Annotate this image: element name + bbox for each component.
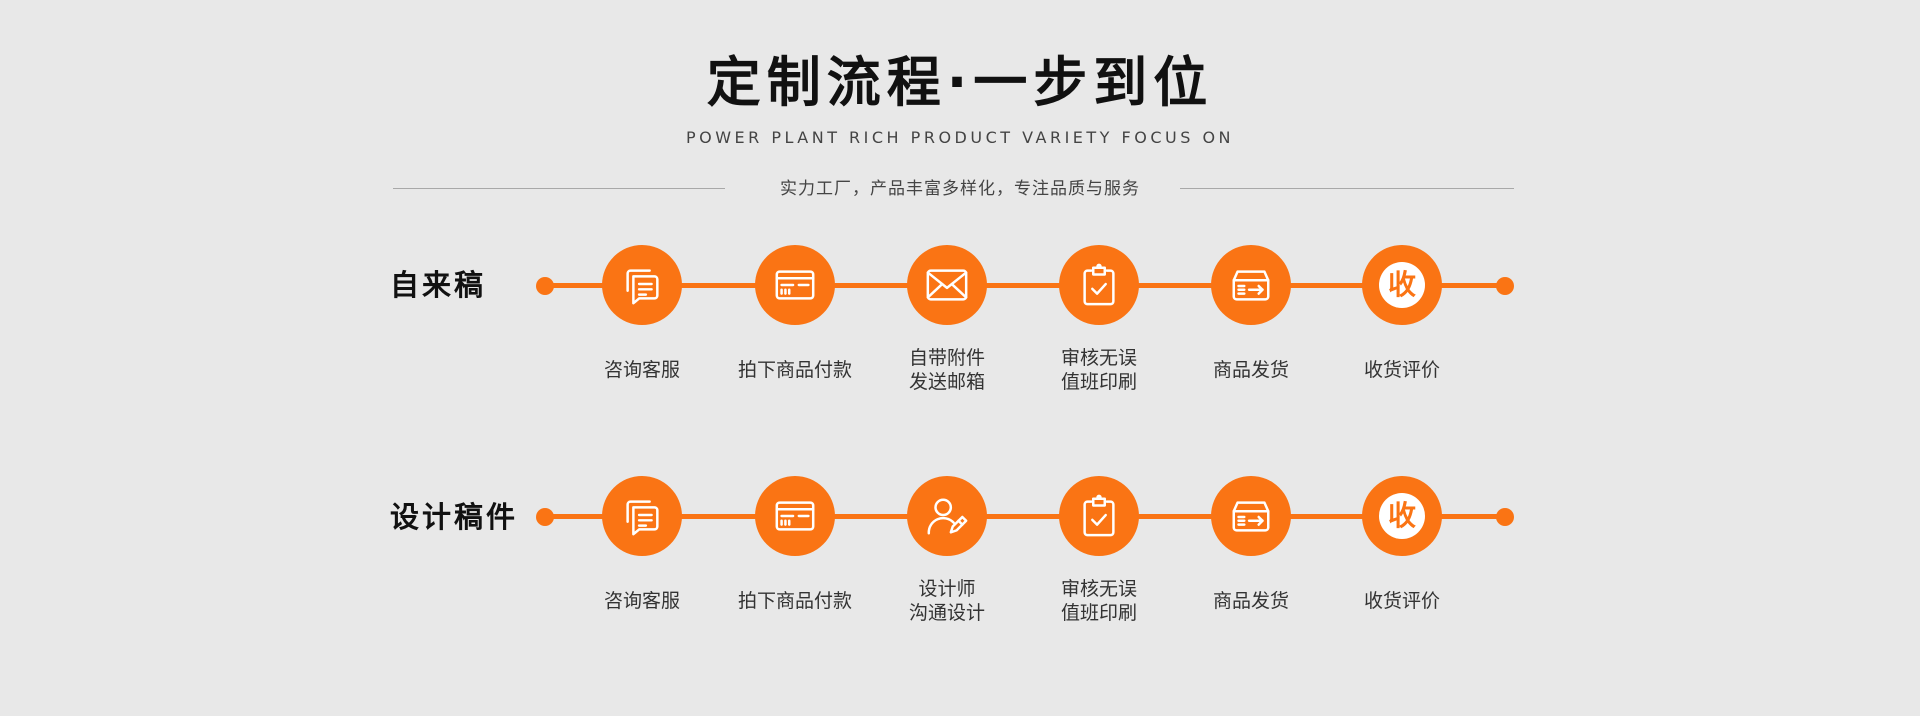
step-label: 审核无误值班印刷 <box>1019 346 1179 394</box>
step-label: 商品发货 <box>1171 589 1331 613</box>
step-label: 设计师沟通设计 <box>867 577 1027 625</box>
step-label-line-1: 收货评价 <box>1363 590 1440 612</box>
step-label: 收货评价 <box>1322 358 1482 382</box>
subtitle-chinese: 实力工厂，产品丰富多样化，专注品质与服务 <box>780 179 1140 199</box>
step-label: 收货评价 <box>1322 589 1482 613</box>
subtitle-english: POWER PLANT RICH PRODUCT VARIETY FOCUS O… <box>685 128 1235 147</box>
designer-icon <box>907 476 987 556</box>
timeline-track <box>545 283 1506 288</box>
timeline-end-dot <box>1496 508 1514 526</box>
receive-icon: 收 <box>1362 476 1442 556</box>
step-label-line-1: 审核无误 <box>1060 347 1137 369</box>
page-title: 定制流程·一步到位 <box>706 51 1214 114</box>
envelope-icon <box>907 245 987 325</box>
step-label: 咨询客服 <box>562 589 722 613</box>
receive-glyph: 收 <box>1379 493 1425 539</box>
box-arrow-icon <box>1211 245 1291 325</box>
card-icon <box>755 245 835 325</box>
divider-left <box>393 188 725 189</box>
step-label: 商品发货 <box>1171 358 1331 382</box>
step-label-line-1: 商品发货 <box>1212 359 1289 381</box>
step-label-line-2: 沟通设计 <box>908 602 985 624</box>
step-label-line-1: 收货评价 <box>1363 359 1440 381</box>
receive-icon: 收 <box>1362 245 1442 325</box>
row-label: 自来稿 <box>390 268 487 302</box>
step-label: 咨询客服 <box>562 358 722 382</box>
step-label-line-1: 拍下商品付款 <box>737 359 852 381</box>
card-icon <box>755 476 835 556</box>
step-label-line-2: 值班印刷 <box>1060 371 1137 393</box>
process-row-2: 设计稿件咨询客服拍下商品付款设计师沟通设计审核无误值班印刷商品发货收收货评价 <box>0 476 1920 656</box>
step-label: 审核无误值班印刷 <box>1019 577 1179 625</box>
step-label-line-1: 咨询客服 <box>603 359 680 381</box>
chat-icon <box>602 476 682 556</box>
step-label: 自带附件发送邮箱 <box>867 346 1027 394</box>
process-row-1: 自来稿咨询客服拍下商品付款自带附件发送邮箱审核无误值班印刷商品发货收收货评价 <box>0 245 1920 425</box>
step-label: 拍下商品付款 <box>715 358 875 382</box>
step-label-line-2: 发送邮箱 <box>908 371 985 393</box>
step-label-line-1: 咨询客服 <box>603 590 680 612</box>
clipboard-check-icon <box>1059 476 1139 556</box>
box-arrow-icon <box>1211 476 1291 556</box>
step-label-line-1: 审核无误 <box>1060 578 1137 600</box>
chat-icon <box>602 245 682 325</box>
timeline-end-dot <box>1496 277 1514 295</box>
row-label: 设计稿件 <box>390 500 519 534</box>
step-label-line-2: 值班印刷 <box>1060 602 1137 624</box>
step-label-line-1: 设计师 <box>918 578 976 600</box>
step-label-line-1: 拍下商品付款 <box>737 590 852 612</box>
divider-right <box>1180 188 1514 189</box>
timeline-track <box>545 514 1506 519</box>
step-label-line-1: 商品发货 <box>1212 590 1289 612</box>
step-label-line-1: 自带附件 <box>908 347 985 369</box>
timeline-start-dot <box>536 277 554 295</box>
receive-glyph: 收 <box>1379 262 1425 308</box>
clipboard-check-icon <box>1059 245 1139 325</box>
timeline-start-dot <box>536 508 554 526</box>
step-label: 拍下商品付款 <box>715 589 875 613</box>
